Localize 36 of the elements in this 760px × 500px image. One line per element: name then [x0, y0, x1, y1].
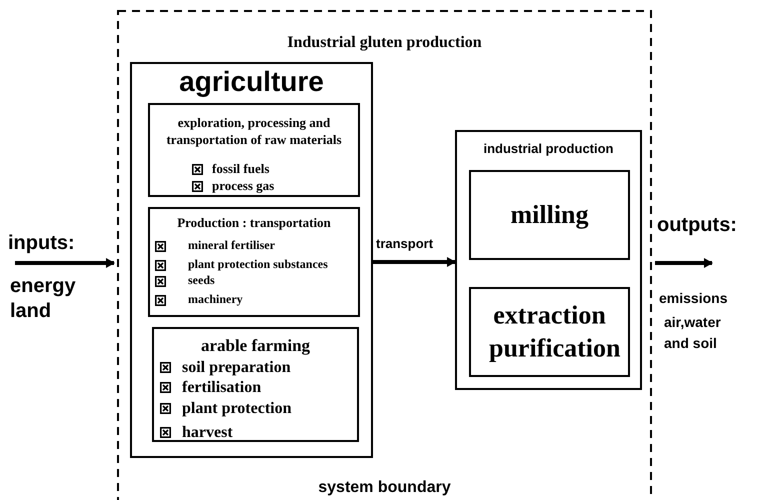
annotation-label: emissions	[659, 290, 728, 306]
process-box	[148, 207, 360, 317]
system-boundary	[117, 10, 652, 500]
annotation-label: air,water and soil	[664, 313, 722, 353]
list-item: fertilisation	[182, 379, 262, 397]
list-item: harvest	[182, 424, 233, 442]
process-box	[469, 287, 630, 377]
boundary-label: system boundary	[317, 479, 452, 497]
list-item: plant protection substances	[188, 257, 328, 272]
process-label: milling	[509, 198, 590, 231]
process-box	[152, 327, 359, 442]
annotation-label: energy	[10, 275, 76, 298]
list-item: machinery	[188, 292, 243, 307]
annotation-label: outputs:	[657, 214, 737, 237]
box-heading: Production : transportation	[176, 215, 332, 232]
arrow	[15, 258, 115, 268]
box-heading: Industrial gluten production	[286, 34, 483, 52]
annotation-label: inputs:	[8, 232, 75, 255]
box-heading: industrial production	[482, 141, 614, 156]
list-item: mineral fertiliser	[188, 238, 275, 253]
arrow	[373, 257, 456, 267]
process-label: extraction purification	[488, 300, 622, 364]
process-group-box	[455, 130, 642, 390]
list-item: seeds	[188, 273, 215, 288]
arrow	[655, 258, 713, 268]
process-box	[469, 170, 630, 260]
list-item: fossil fuels	[212, 161, 270, 177]
list-item: plant protection	[182, 400, 292, 418]
box-heading: agriculture	[178, 66, 325, 98]
box-heading: arable farming	[200, 335, 312, 357]
process-box	[148, 103, 360, 197]
annotation-label: land	[10, 300, 52, 323]
process-group-box	[130, 62, 373, 458]
list-item: process gas	[212, 178, 274, 194]
box-heading: exploration, processing and transportation of raw materials	[165, 115, 343, 149]
list-item: soil preparation	[182, 359, 291, 377]
